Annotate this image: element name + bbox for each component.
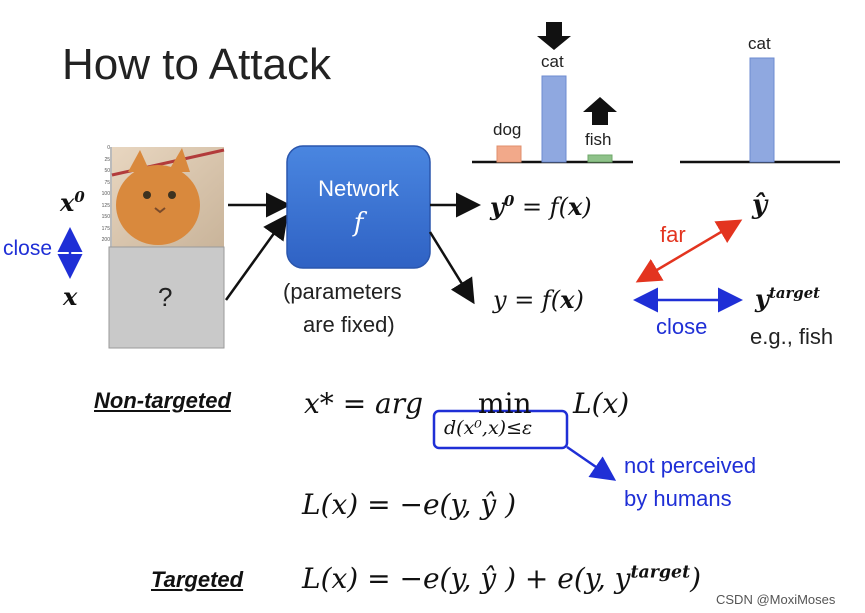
image-axis-ticks: 0 25 50 75 100 125 150 175 200 <box>101 145 110 243</box>
non-targeted-label: Non-targeted <box>94 388 231 413</box>
targeted-equation: L(x) = −e(y, ŷ ) + e(y, ytarget) <box>302 562 702 595</box>
question-mark: ? <box>158 282 173 312</box>
constraint-text: d(x⁰,x)≤ε <box>444 417 533 439</box>
non-targeted-equation: x* = arg <box>304 387 424 420</box>
bar-label-dog: dog <box>493 120 522 139</box>
targeted-label: Targeted <box>151 567 244 592</box>
min-operator: min <box>478 387 532 420</box>
loss-term: L(x) <box>573 387 630 420</box>
network-label: Network <box>318 176 399 201</box>
bar-label-target-cat: cat <box>748 34 771 53</box>
constraint-box <box>432 409 569 450</box>
bar-fish <box>587 154 613 163</box>
decrease-arrow-icon <box>537 22 571 50</box>
watermark: CSDN @MoxiMoses <box>716 592 836 607</box>
example-label: e.g., fish <box>750 324 834 349</box>
x-label: x <box>63 282 78 311</box>
slide-title: How to Attack <box>62 40 332 89</box>
y0-equation: y0 = f(x) <box>490 192 592 221</box>
target-bar-chart <box>680 57 840 164</box>
close-label-right: close <box>656 314 708 339</box>
cat-image <box>111 147 225 247</box>
output-bar-chart <box>472 22 633 164</box>
bar-cat <box>541 75 567 163</box>
ytarget-label: ytarget <box>755 284 821 313</box>
network-box <box>286 145 431 269</box>
unknown-input-box <box>108 246 225 349</box>
bar-label-cat: cat <box>541 52 564 71</box>
y-equation: y = f(x) <box>493 285 584 314</box>
not-perceived-2: by humans <box>624 486 732 511</box>
parameters-note-1: (parameters <box>283 279 402 304</box>
network-f: f <box>353 208 364 238</box>
bar-label-fish: fish <box>585 130 612 149</box>
yhat-label: ŷ <box>752 190 768 220</box>
parameters-note-2: are fixed) <box>303 312 395 337</box>
close-label-left: close <box>3 237 53 260</box>
bar-dog <box>496 145 522 163</box>
bar-target-cat <box>749 57 775 163</box>
far-label: far <box>660 222 686 247</box>
loss-definition: L(x) = −e(y, ŷ ) <box>302 488 516 521</box>
x0-label: x0 <box>60 188 85 217</box>
not-perceived-1: not perceived <box>624 453 757 478</box>
increase-arrow-icon <box>583 97 617 125</box>
